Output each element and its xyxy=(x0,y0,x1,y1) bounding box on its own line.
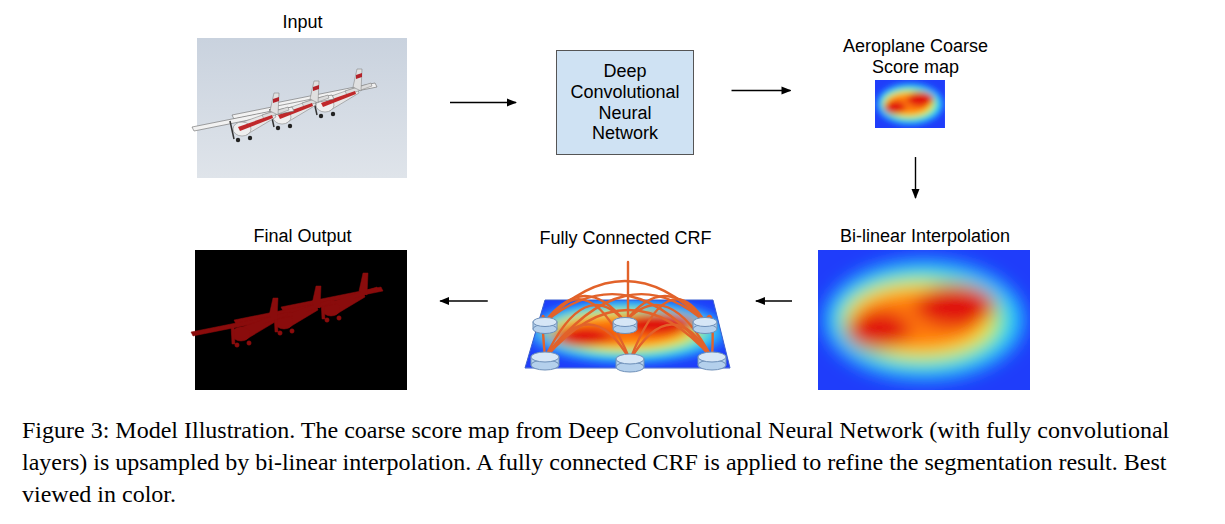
coarse-score-map xyxy=(875,80,945,128)
flow-arrow xyxy=(440,300,488,301)
flow-arrow xyxy=(732,90,791,91)
score-map-image: Aeroplane Coarse Score map xyxy=(828,34,1003,131)
image-heading: Bi-linear Interpolation xyxy=(815,226,1035,247)
upsampled-score-map xyxy=(818,250,1030,390)
image-heading: Input xyxy=(195,12,410,33)
crf-image: Fully Connected CRF xyxy=(518,226,733,376)
image-heading: Final Output xyxy=(195,226,410,247)
interpolation-image: Bi-linear Interpolation xyxy=(815,224,1035,392)
figure-caption: Figure 3: Model Illustration. The coarse… xyxy=(22,414,1214,510)
crf-illustration xyxy=(525,262,731,372)
box-label: Deep Convolutional Neural Network xyxy=(567,61,683,144)
input-image: Input xyxy=(195,10,410,180)
final-segmentation xyxy=(191,250,407,390)
flow-arrow xyxy=(915,157,916,198)
process-box: Deep Convolutional Neural Network xyxy=(556,50,694,155)
input-photo xyxy=(192,38,407,178)
image-heading: Aeroplane Coarse Score map xyxy=(828,36,1003,77)
output-image: Final Output xyxy=(195,224,410,392)
flow-arrow xyxy=(450,102,516,103)
flow-arrow xyxy=(756,300,792,301)
image-heading: Fully Connected CRF xyxy=(518,228,733,249)
